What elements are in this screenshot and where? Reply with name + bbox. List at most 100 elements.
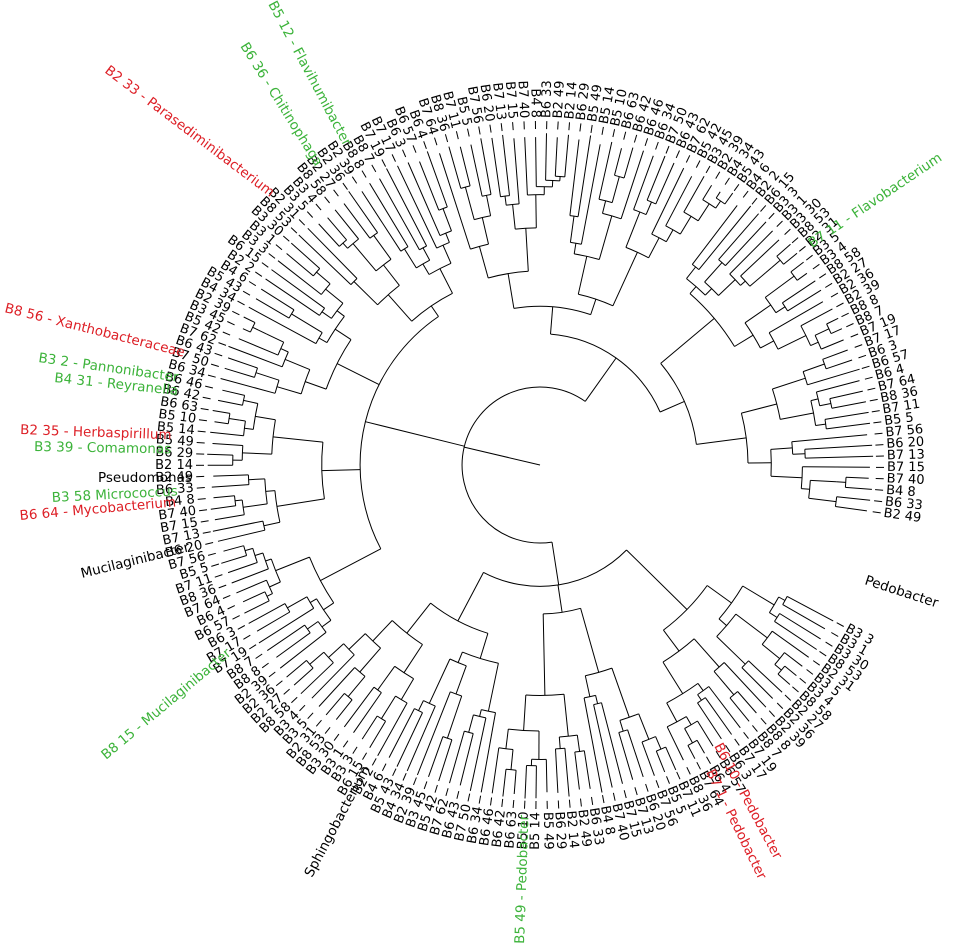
- tip-tick: [199, 509, 208, 512]
- label-b6-36: B6 36 - Chitinophaga: [237, 40, 326, 169]
- branch: [210, 505, 236, 510]
- branch: [212, 443, 243, 446]
- branch: [321, 469, 361, 472]
- tip-tick: [874, 500, 883, 503]
- tip-label: B2 49: [155, 469, 193, 485]
- label-b2-35: B2 35 - Herbaspirillum: [20, 422, 172, 443]
- branch: [782, 604, 826, 630]
- tip-tick: [623, 131, 627, 140]
- branch: [774, 620, 817, 650]
- branch: [770, 447, 793, 450]
- branch: [821, 339, 844, 350]
- branch: [535, 194, 537, 228]
- branch: [276, 632, 311, 658]
- tip-tick: [283, 688, 290, 695]
- branch: [665, 176, 693, 227]
- branch: [627, 729, 644, 778]
- tip-label: B6 33: [586, 807, 607, 847]
- branch: [285, 358, 310, 371]
- tip-tick: [819, 273, 827, 279]
- tip-tick: [392, 768, 397, 777]
- label-b5-49: B5 49 - Pedobacter: [512, 814, 533, 944]
- tip-tick: [734, 738, 740, 746]
- tip-tick: [655, 780, 660, 788]
- branch: [808, 497, 837, 503]
- branch: [580, 144, 601, 245]
- tip-tick: [875, 444, 884, 446]
- tip-tick: [733, 184, 740, 192]
- tip-tick: [500, 123, 503, 132]
- branch-arc: [689, 293, 735, 347]
- branch: [810, 341, 819, 347]
- branch-arc: [715, 197, 726, 205]
- branch: [787, 289, 822, 312]
- branch: [598, 215, 613, 260]
- tip-tick: [243, 634, 251, 640]
- tip-tick: [315, 719, 322, 727]
- tip-tick: [467, 128, 470, 137]
- branch: [227, 562, 258, 574]
- tip-tick: [841, 312, 849, 318]
- tip-tick: [812, 660, 820, 666]
- branch: [214, 514, 245, 521]
- branch: [826, 422, 871, 430]
- tip-label: B7 11: [881, 397, 921, 418]
- branch: [279, 631, 327, 669]
- tip-tick: [784, 228, 791, 235]
- branch: [576, 735, 581, 752]
- branch: [439, 153, 471, 250]
- branch: [210, 431, 244, 437]
- branch: [455, 665, 467, 695]
- tip-tick: [798, 245, 806, 252]
- branch: [574, 751, 580, 790]
- branch: [687, 745, 696, 759]
- branch-arc: [309, 556, 335, 604]
- branch: [741, 667, 774, 699]
- branch: [697, 203, 710, 222]
- branch: [659, 400, 685, 413]
- branch: [716, 636, 746, 665]
- branch: [577, 256, 588, 295]
- tip-tick: [799, 677, 807, 684]
- branch: [298, 234, 352, 285]
- tip-tick: [275, 680, 283, 687]
- tip-tick: [218, 342, 227, 346]
- branch: [353, 692, 382, 733]
- tip-label: B2 14: [563, 810, 581, 849]
- tip-tick: [760, 205, 767, 212]
- branch: [222, 389, 245, 396]
- tip-tick: [202, 531, 211, 534]
- branch: [228, 345, 283, 368]
- branch: [725, 221, 767, 266]
- branch: [697, 683, 704, 691]
- branch: [428, 736, 444, 777]
- branch: [479, 709, 482, 717]
- tip-tick: [455, 131, 459, 140]
- branch: [406, 602, 431, 634]
- tip-label: B6 20: [886, 435, 925, 452]
- branch: [646, 155, 666, 201]
- tip-label: B6 29: [551, 811, 568, 850]
- branch: [224, 367, 255, 378]
- branch: [321, 311, 332, 319]
- tip-tick: [601, 126, 604, 135]
- branch: [774, 664, 782, 671]
- branch: [293, 667, 314, 686]
- branch: [655, 750, 666, 773]
- branch: [554, 137, 558, 177]
- tip-tick: [218, 584, 227, 589]
- branch: [698, 205, 752, 270]
- branch: [442, 244, 452, 264]
- branch: [696, 740, 705, 754]
- tip-tick: [854, 344, 863, 348]
- branch: [243, 399, 258, 404]
- tip-label: B7 56: [464, 85, 486, 125]
- branch: [662, 661, 684, 694]
- tip-label: B6 34: [465, 805, 486, 845]
- branch: [740, 239, 780, 277]
- tip-tick: [644, 138, 649, 147]
- branch: [486, 195, 492, 216]
- branch: [825, 359, 853, 370]
- branch: [836, 496, 871, 501]
- tip-label: B4 8: [527, 88, 542, 118]
